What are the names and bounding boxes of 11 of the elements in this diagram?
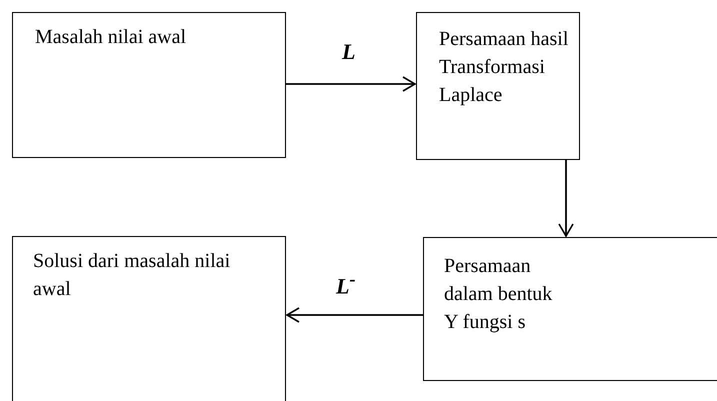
process-box — [12, 236, 286, 401]
box-text: Masalah nilai awal — [35, 25, 188, 50]
process-box — [423, 237, 717, 381]
arrow — [558, 160, 574, 237]
process-box — [12, 12, 286, 158]
box-text: Persamaan hasil Transformasi Laplace — [439, 27, 570, 108]
box-text: Solusi dari masalah nilai awal — [33, 249, 232, 302]
arrow — [286, 76, 416, 92]
arrow — [286, 307, 423, 323]
box-text: Persamaan dalam bentuk Y fungsi s — [444, 254, 554, 335]
process-box — [416, 12, 580, 160]
